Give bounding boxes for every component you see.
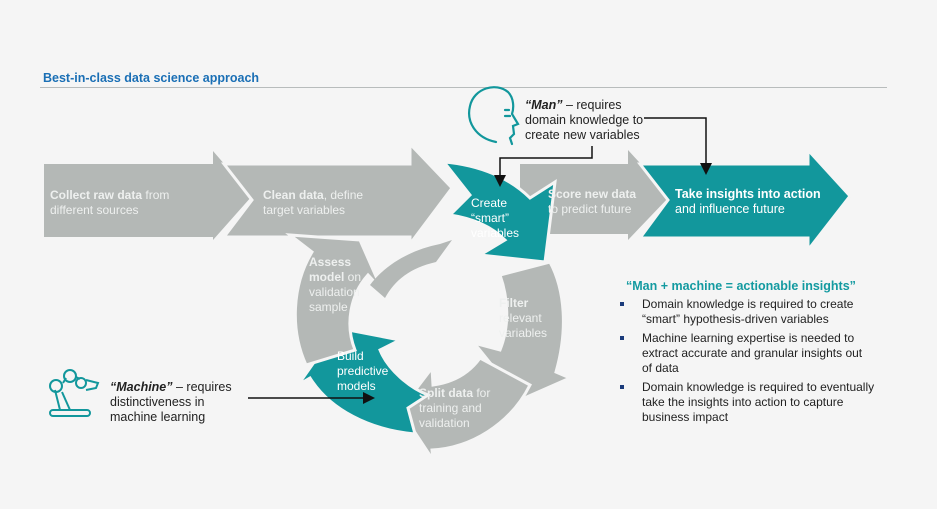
human-head-icon: [468, 86, 520, 146]
split-segment: [398, 356, 532, 461]
assess-segment: [285, 233, 384, 367]
bullet-square-icon: [620, 336, 624, 340]
assess-step-label: Assess model on validation sample: [309, 255, 362, 314]
summary-bullets: Domain knowledge is required to create“s…: [614, 297, 904, 429]
take-insights-arrow: [636, 146, 852, 255]
filter-segment: [469, 260, 574, 402]
split-step-label: Split data for training and validation: [419, 386, 491, 430]
take-step-label: Take insights into action and influence …: [675, 187, 821, 216]
robot-arm-icon: [49, 369, 100, 417]
summary-bullet: Domain knowledge is required to eventual…: [614, 380, 904, 425]
title-divider: [40, 87, 887, 88]
summary-bullet: Domain knowledge is required to create“s…: [614, 297, 904, 327]
build-step-label: Build predictive models: [337, 349, 389, 393]
filter-step-label: Filter relevant variables: [499, 296, 548, 340]
bullet-square-icon: [620, 302, 624, 306]
collect-arrow: [44, 151, 252, 240]
machine-callout: “Machine” – requires distinctiveness in …: [110, 380, 232, 424]
score-step-label: Score new data to predict future: [548, 187, 637, 216]
clean-step-label: Clean data, define target variables: [263, 188, 364, 217]
man-callout: “Man” – requires domain knowledge to cre…: [525, 98, 644, 142]
man-to-create-connector: [494, 146, 593, 187]
collect-step-label: Collect raw data from different sources: [50, 188, 170, 217]
score-arrow: [520, 150, 670, 240]
bullet-square-icon: [620, 385, 624, 389]
summary-quote: “Man + machine = actionable insights”: [626, 279, 856, 293]
man-to-take-connector: [644, 117, 712, 175]
clean-arrow: [220, 140, 454, 249]
create-step-label: Create “smart” variables: [471, 196, 520, 240]
assess-to-clean-connector: [370, 240, 452, 298]
page-title: Best-in-class data science approach: [43, 71, 260, 85]
